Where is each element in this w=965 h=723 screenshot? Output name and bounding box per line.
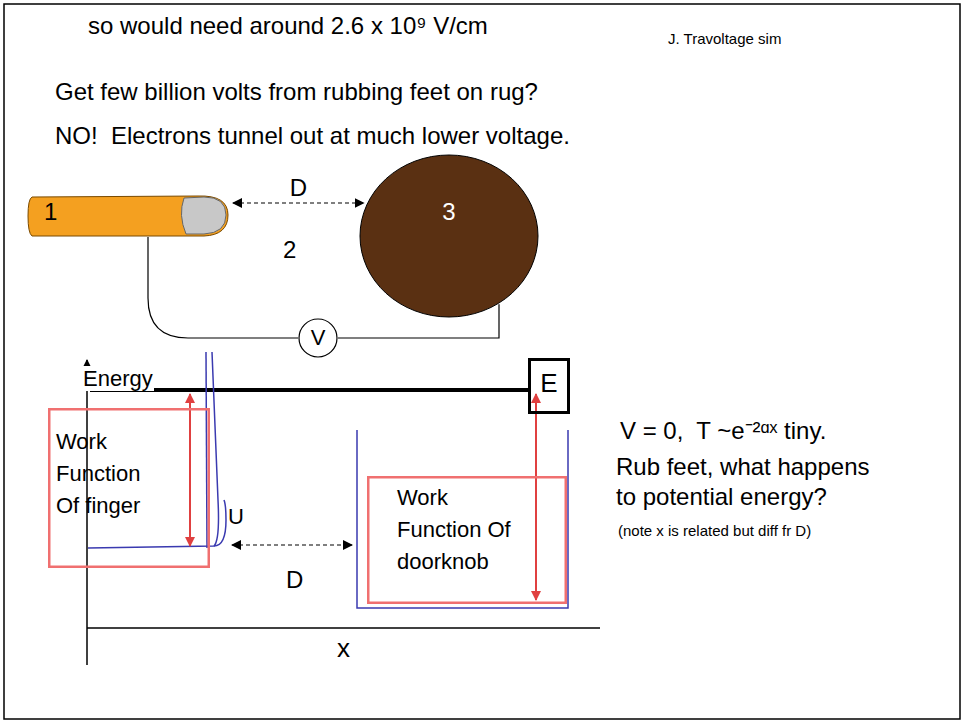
work-function-box: Work Function Of finger <box>48 408 210 568</box>
doorknob: 3 <box>359 154 539 318</box>
finger-outline <box>28 195 230 237</box>
frame <box>4 4 960 719</box>
finger: 1 <box>28 195 230 237</box>
axis-label: Energy <box>82 366 154 391</box>
wire <box>148 237 298 338</box>
energy-box: E <box>528 358 570 414</box>
answer-text: NO! Electrons tunnel out at much lower v… <box>55 122 570 150</box>
source-note: J. Travoltage sim <box>668 30 781 47</box>
doorknob-outline <box>359 154 539 318</box>
note-text: V = 0, T ~e⁻²ᵅˣ tiny. <box>620 417 826 445</box>
distance-label: D <box>286 566 303 594</box>
work-function-arrow <box>535 394 537 600</box>
node-text: V <box>298 318 338 358</box>
axis-label: x <box>337 634 350 664</box>
node-text: Work Function Of doorknob <box>397 482 529 578</box>
node-text: 1 <box>44 198 230 227</box>
note-text: (note x is related but diff fr D) <box>618 522 811 539</box>
node-text: 3 <box>359 154 539 227</box>
box-outline <box>368 477 566 603</box>
potential-label: U <box>228 504 244 529</box>
work-function-box: Work Function Of doorknob <box>367 476 567 604</box>
fingernail <box>181 197 226 234</box>
node-text: Work Function Of finger <box>56 426 168 522</box>
finger-well-wall <box>206 352 207 548</box>
distance-arrow <box>233 202 364 203</box>
doorknob-shape <box>360 155 538 317</box>
meter-circle <box>299 319 337 357</box>
box-outline <box>49 409 209 567</box>
node-text: E <box>528 358 570 408</box>
note-text: Rub feet, what happens to potential ener… <box>616 452 886 512</box>
x-axis <box>87 627 600 629</box>
edge-label: D <box>288 175 309 201</box>
energy-level <box>90 388 528 392</box>
callout-number: 2 <box>283 236 296 264</box>
barrier-bump <box>214 500 226 546</box>
gap-arrow <box>232 544 352 545</box>
question-text: Get few billion volts from rubbing feet … <box>55 78 538 106</box>
voltmeter: V <box>298 318 338 358</box>
heading-text: so would need around 2.6 x 10⁹ V/cm <box>88 12 488 40</box>
finger-shape <box>28 196 228 236</box>
work-function-arrow <box>189 394 191 546</box>
